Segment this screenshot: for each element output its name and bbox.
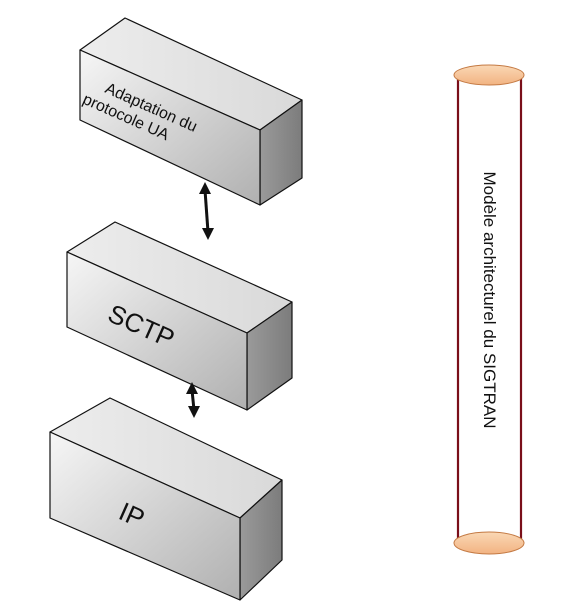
layer-box-sctp-front [66,251,248,411]
layer-box-ip-front [49,431,241,601]
cylinder-top-cap [453,64,525,86]
connector-ua-sctp [199,182,214,240]
layer-box-ua: Adaptation du protocole UA [79,17,303,206]
connector-sctp-ip [186,382,200,418]
sigtran-model-cylinder: Modèle architecturel du SIGTRAN [453,64,525,555]
layer-box-sctp: SCTP [66,221,293,411]
layer-box-ua-front [79,49,261,206]
cylinder-bottom-cap [453,531,525,555]
layer-box-ip: IP [49,397,283,601]
cylinder-label: Modèle architecturel du SIGTRAN [480,172,499,429]
